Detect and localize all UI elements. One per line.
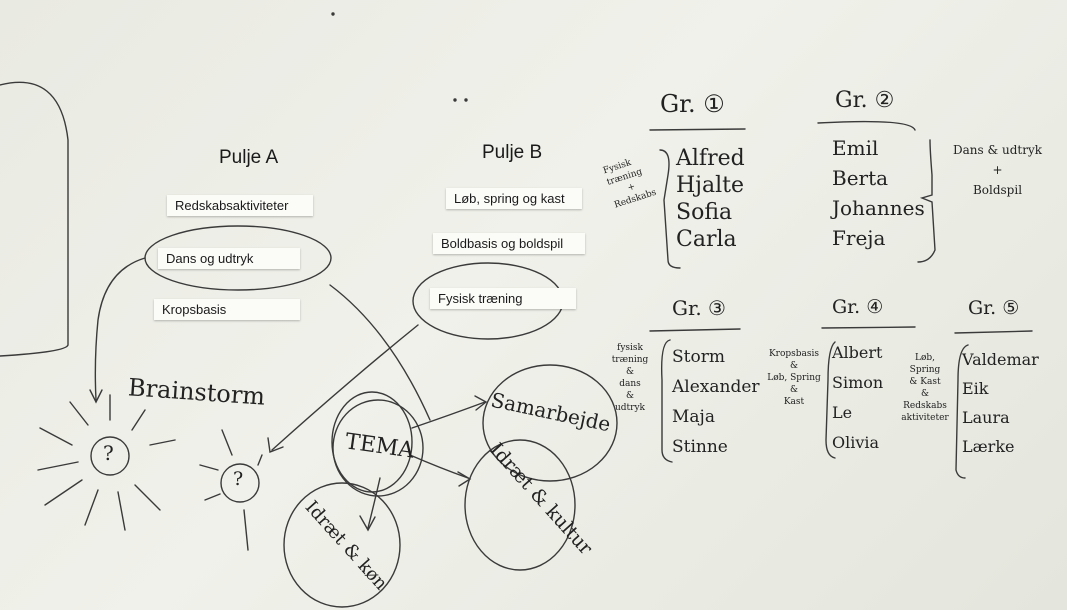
group-2-members: Emil Berta Johannes Freja	[832, 133, 925, 253]
group-5-members: Valdemar Eik Laura Lærke	[962, 345, 1039, 461]
activity-strip-fysisk-traening: Fysisk træning	[430, 288, 576, 309]
member-name: Carla	[676, 227, 737, 252]
member-name: Simon	[832, 373, 884, 392]
activity-strip-redskabsaktiviteter: Redskabsaktiviteter	[167, 195, 313, 216]
question-sun-left	[90, 436, 130, 476]
member-name: Lærke	[962, 437, 1015, 456]
group-4-label: Gr. ④	[832, 296, 884, 318]
activity-strip-loeb-spring-kast: Løb, spring og kast	[446, 188, 582, 209]
group-4-members: Albert Simon Le Olivia	[832, 338, 883, 458]
member-name: Olivia	[832, 433, 880, 452]
idraet-koen-circle	[283, 482, 401, 608]
member-name: Alexander	[672, 377, 760, 397]
board-edge-arc	[0, 81, 69, 357]
member-name: Laura	[962, 408, 1010, 427]
group-4-activity: Kropsbasis&Løb, Spring&Kast	[767, 349, 821, 407]
question-mark-left: ?	[103, 441, 114, 465]
member-name: Freja	[832, 226, 886, 250]
samarbejde-circle	[482, 364, 618, 482]
question-sun-right	[220, 463, 260, 503]
member-name: Sofia	[676, 200, 733, 225]
group-3-members: Storm Alexander Maja Stinne	[672, 342, 760, 462]
activity-strip-dans-og-udtryk: Dans og udtryk	[158, 248, 300, 269]
member-name: Valdemar	[962, 350, 1039, 369]
idraet-kultur-circle	[464, 439, 576, 571]
member-name: Berta	[832, 166, 889, 190]
group-2-label: Gr. ②	[835, 88, 895, 113]
activity-strip-kropsbasis: Kropsbasis	[154, 299, 300, 320]
member-name: Eik	[962, 379, 989, 398]
group-1-label: Gr. ①	[660, 90, 725, 118]
pulje-b-title: Pulje B	[482, 142, 543, 163]
member-name: Maja	[672, 407, 715, 427]
activity-strip-boldbasis: Boldbasis og boldspil	[433, 233, 585, 254]
member-name: Emil	[832, 136, 879, 160]
member-name: Hjalte	[676, 173, 745, 198]
member-name: Johannes	[832, 196, 925, 220]
member-name: Stinne	[672, 437, 728, 457]
group-5-label: Gr. ⑤	[968, 297, 1020, 319]
pulje-a-title: Pulje A	[219, 147, 279, 168]
member-name: Storm	[672, 347, 725, 367]
member-name: Le	[832, 403, 853, 422]
member-name: Albert	[832, 343, 883, 362]
member-name: Alfred	[676, 146, 745, 171]
group-3-label: Gr. ③	[672, 296, 726, 320]
group-1-members: Alfred Hjalte Sofia Carla	[676, 145, 745, 253]
question-mark-right: ?	[233, 468, 244, 490]
group-2-activity: Dans & udtryk+Boldspil	[953, 143, 1042, 197]
